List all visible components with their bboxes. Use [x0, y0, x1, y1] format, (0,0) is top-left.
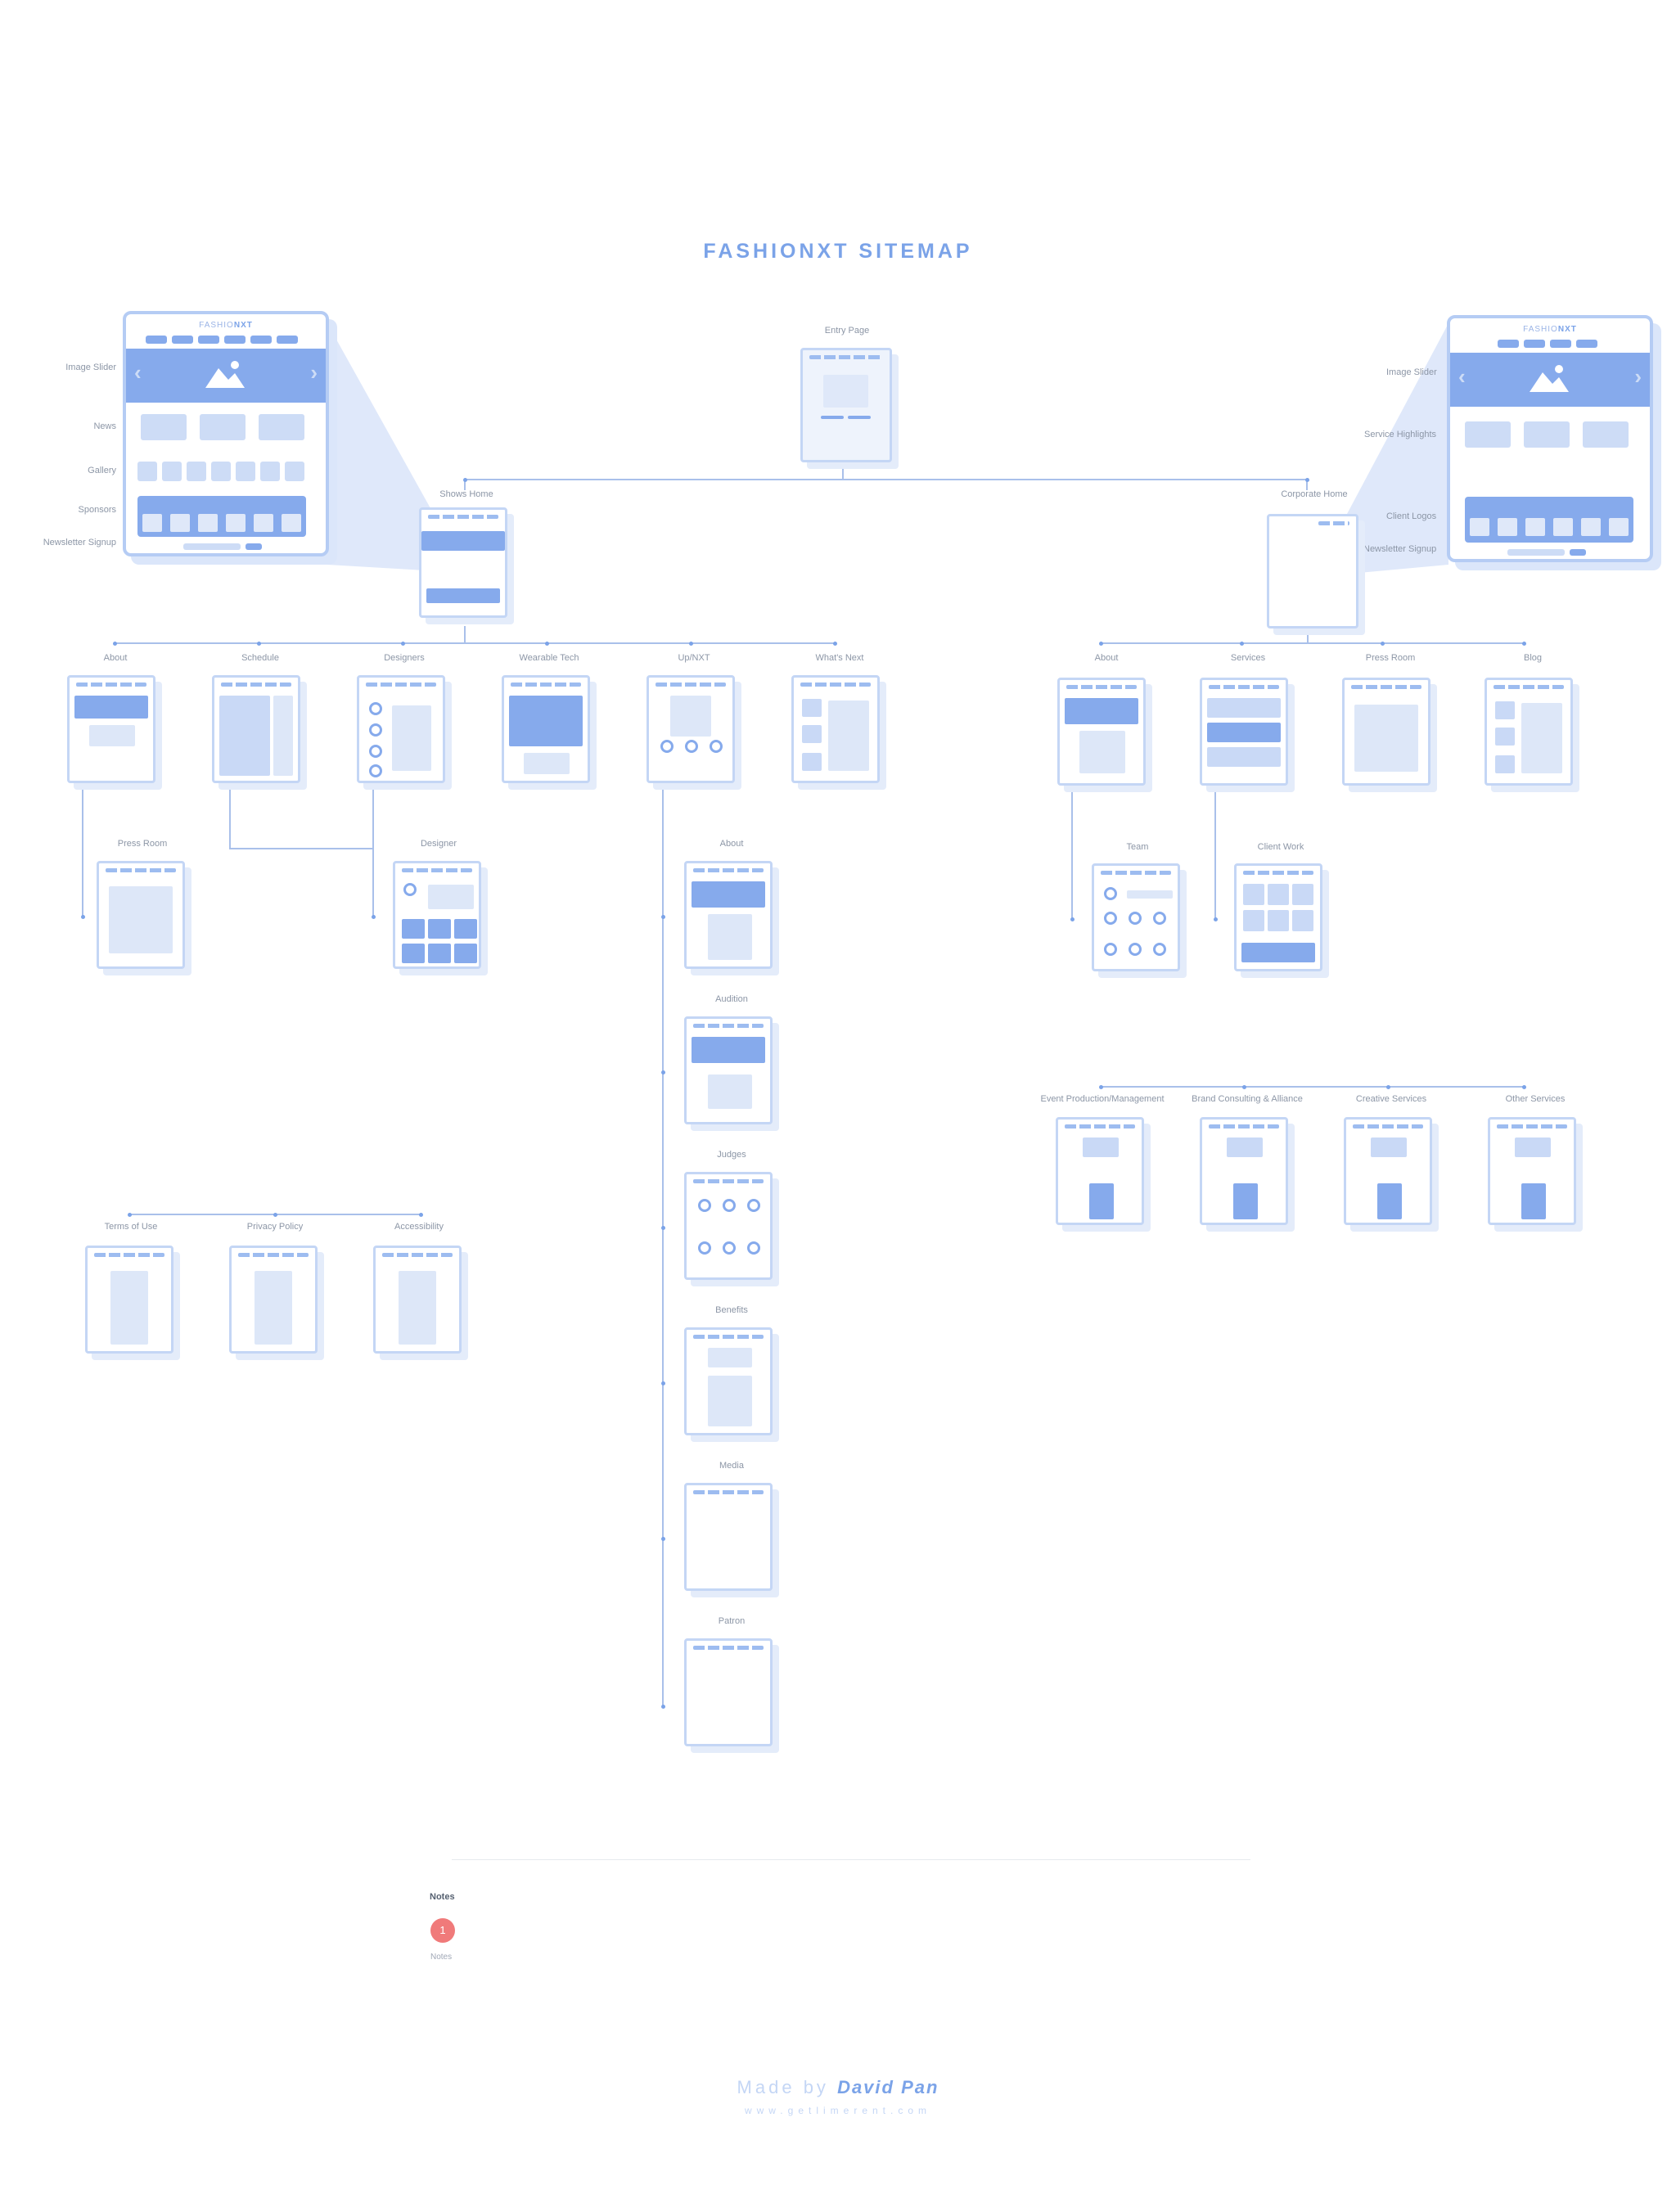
- designer-label: Designer: [420, 839, 457, 849]
- upnxt-child-label: Benefits: [715, 1305, 748, 1315]
- annotation-newsletter: Newsletter Signup: [43, 538, 116, 547]
- corporate-child-label: Services: [1230, 653, 1266, 663]
- service-page-label: Event Production/Management: [1040, 1094, 1165, 1104]
- credit-prefix: Made by: [737, 2077, 829, 2097]
- upnxt-benefits-card[interactable]: [684, 1327, 773, 1435]
- client-work-card[interactable]: [1234, 863, 1322, 971]
- shows-wearable-card[interactable]: [502, 675, 590, 783]
- corporate-about-card[interactable]: [1057, 678, 1146, 786]
- shows-child-label: What's Next: [815, 653, 864, 663]
- corporate-child-label: Blog: [1523, 653, 1543, 663]
- image-slider[interactable]: ‹ ›: [126, 349, 326, 403]
- corporate-press-room-card[interactable]: [1342, 678, 1430, 786]
- accessibility-card[interactable]: [373, 1246, 462, 1354]
- corporate-child-label: About: [1094, 653, 1119, 663]
- footer-page-label: Terms of Use: [104, 1222, 158, 1232]
- corporate-home-label: Corporate Home: [1281, 489, 1348, 499]
- shows-designers-card[interactable]: [357, 675, 445, 783]
- note-badge[interactable]: 1: [430, 1918, 455, 1943]
- annotation-sponsors: Sponsors: [78, 505, 116, 515]
- image-slider[interactable]: ‹ ›: [1450, 353, 1650, 407]
- shows-child-label: Schedule: [241, 653, 279, 663]
- logo: FASHIONXT: [199, 321, 253, 330]
- shows-home-zoom: FASHIONXT ‹ ›: [123, 311, 329, 556]
- shows-child-label: Wearable Tech: [519, 653, 579, 663]
- credit-site[interactable]: www.getlimerent.com: [744, 2105, 932, 2116]
- shows-home-card[interactable]: [419, 507, 507, 618]
- entry-page-label: Entry Page: [824, 326, 870, 336]
- service-page-label: Other Services: [1505, 1094, 1566, 1104]
- upnxt-audition-card[interactable]: [684, 1016, 773, 1124]
- designer-card[interactable]: [393, 861, 481, 969]
- shows-child-label: Designers: [384, 653, 425, 663]
- shows-press-room-card[interactable]: [97, 861, 185, 969]
- shows-whats-next-card[interactable]: [791, 675, 880, 783]
- upnxt-child-label: Patron: [718, 1616, 746, 1626]
- upnxt-patron-card[interactable]: [684, 1638, 773, 1746]
- upnxt-child-label: About: [719, 839, 744, 849]
- notes-title: Notes: [430, 1892, 455, 1902]
- chevron-left-icon[interactable]: ‹: [1458, 364, 1466, 389]
- corporate-blog-card[interactable]: [1485, 678, 1573, 786]
- shows-press-room-label: Press Room: [117, 839, 168, 849]
- footer-page-label: Accessibility: [394, 1222, 444, 1232]
- service-page-label: Creative Services: [1355, 1094, 1427, 1104]
- credit-name: David Pan: [837, 2077, 939, 2097]
- annotation-news: News: [93, 421, 116, 431]
- other-services-card[interactable]: [1488, 1117, 1576, 1225]
- corporate-home-card[interactable]: [1267, 514, 1358, 628]
- corporate-child-label: Press Room: [1365, 653, 1416, 663]
- team-card[interactable]: [1092, 863, 1180, 971]
- annotation-gallery: Gallery: [88, 466, 116, 475]
- upnxt-child-label: Audition: [715, 994, 748, 1004]
- creative-services-card[interactable]: [1344, 1117, 1432, 1225]
- annotation-image-slider: Image Slider: [65, 363, 116, 372]
- upnxt-judges-card[interactable]: [684, 1172, 773, 1280]
- chevron-left-icon[interactable]: ‹: [134, 360, 142, 385]
- footer-page-label: Privacy Policy: [246, 1222, 304, 1232]
- terms-card[interactable]: [85, 1246, 173, 1354]
- corporate-services-card[interactable]: [1200, 678, 1288, 786]
- shows-upnxt-card[interactable]: [647, 675, 735, 783]
- corporate-home-zoom: FASHIONXT ‹ ›: [1447, 315, 1653, 562]
- upnxt-child-label: Judges: [717, 1150, 746, 1160]
- annotation-service-highlights: Service Highlights: [1364, 430, 1437, 439]
- entry-page-card[interactable]: [800, 348, 892, 462]
- note-text: Notes: [430, 1953, 453, 1962]
- service-page-label: Brand Consulting & Alliance: [1192, 1094, 1303, 1104]
- logo: FASHIONXT: [1523, 325, 1577, 334]
- divider: [452, 1859, 1250, 1860]
- sitemap-title: FASHIONXT SITEMAP: [703, 240, 973, 263]
- shows-child-label: About: [103, 653, 128, 663]
- team-label: Team: [1126, 842, 1149, 852]
- chevron-right-icon[interactable]: ›: [310, 360, 318, 385]
- upnxt-media-card[interactable]: [684, 1483, 773, 1591]
- shows-home-label: Shows Home: [439, 489, 493, 499]
- brand-consulting-card[interactable]: [1200, 1117, 1288, 1225]
- annotation-client-logos: Client Logos: [1386, 511, 1437, 521]
- upnxt-about-card[interactable]: [684, 861, 773, 969]
- upnxt-child-label: Media: [719, 1461, 744, 1471]
- annotation-newsletter: Newsletter Signup: [1363, 544, 1437, 554]
- shows-about-card[interactable]: [67, 675, 155, 783]
- chevron-right-icon[interactable]: ›: [1634, 364, 1642, 389]
- event-production-card[interactable]: [1056, 1117, 1144, 1225]
- annotation-image-slider: Image Slider: [1386, 367, 1437, 377]
- shows-child-label: Up/NXT: [678, 653, 710, 663]
- credit: Made by David Pan: [0, 2077, 1676, 2098]
- privacy-card[interactable]: [229, 1246, 318, 1354]
- shows-schedule-card[interactable]: [212, 675, 300, 783]
- client-work-label: Client Work: [1257, 842, 1304, 852]
